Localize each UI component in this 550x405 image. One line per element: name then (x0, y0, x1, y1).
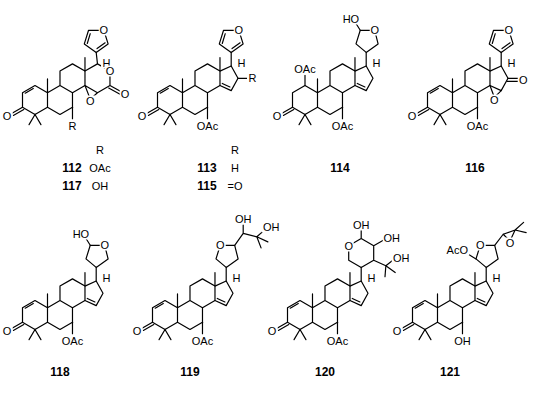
atom-label: OAc (61, 335, 84, 346)
atom-label: HO (342, 14, 361, 25)
atom-label: O (475, 240, 486, 251)
atom-label: R (95, 145, 105, 156)
compound-number: 119 (179, 366, 200, 378)
atom-label: OAc (326, 335, 349, 346)
atom-label: H (230, 163, 240, 174)
atom-label: H (371, 57, 381, 68)
structure-116 (417, 30, 519, 124)
atom-label: R (247, 73, 257, 84)
atom-label: OAc (331, 120, 354, 131)
atom-label: O (105, 66, 116, 77)
compound-number: 113 (196, 162, 217, 174)
atom-label: OH (91, 181, 110, 192)
atom-label: H (491, 272, 501, 283)
atom-label: OH (383, 232, 402, 243)
atom-label: =O (227, 181, 244, 192)
compound-number: 114 (329, 162, 350, 174)
atom-label: O (267, 326, 278, 337)
structure-114 (282, 23, 378, 124)
atom-label: O (85, 95, 96, 106)
atom-label: OAc (466, 120, 489, 131)
atom-label: O (369, 25, 380, 36)
atom-label: R (68, 120, 78, 131)
atom-label: AcO (446, 245, 469, 256)
atom-label: O (2, 111, 13, 122)
atom-label: O (120, 89, 131, 100)
atom-label: O (215, 240, 226, 251)
compound-number: 121 (439, 366, 461, 378)
atom-label: R (230, 145, 240, 156)
structure-119 (142, 225, 268, 340)
compound-number: 115 (196, 180, 217, 192)
atom-label: OH (392, 253, 411, 264)
atom-label: O (518, 75, 529, 86)
atom-label: OAc (293, 64, 316, 75)
atom-label: O (489, 95, 500, 106)
compound-number: 112 (61, 162, 82, 174)
atom-label: OH (453, 335, 472, 346)
atom-label: OAc (88, 163, 111, 174)
atom-label: H (101, 272, 111, 283)
atom-label: O (137, 111, 148, 122)
compound-number: 118 (49, 366, 70, 378)
structure-118 (12, 239, 108, 340)
atom-label: HO (72, 229, 91, 240)
atom-label: OH (234, 213, 253, 224)
atom-label: O (504, 25, 515, 36)
atom-label: OH (262, 222, 281, 233)
structure-113 (147, 30, 248, 124)
atom-label: OAc (196, 120, 219, 131)
compound-number: 117 (61, 180, 82, 192)
structure-121 (402, 222, 526, 339)
atom-label: O (505, 237, 516, 248)
structure-120 (277, 230, 395, 340)
atom-label: O (272, 111, 283, 122)
atom-label: H (366, 272, 376, 283)
atom-label: H (231, 272, 241, 283)
atom-label: O (99, 25, 110, 36)
atom-label: O (2, 326, 13, 337)
atom-label: H (236, 57, 246, 68)
atom-label: O (407, 111, 418, 122)
atom-label: O (99, 240, 110, 251)
atom-label: H (506, 57, 516, 68)
atom-label: OAc (191, 335, 214, 346)
atom-label: O (343, 240, 354, 251)
atom-label: O (234, 25, 245, 36)
atom-label: O (392, 326, 403, 337)
atom-label: O (132, 326, 143, 337)
compound-number: 120 (314, 366, 336, 378)
compound-number: 116 (464, 162, 485, 174)
atom-label: OH (352, 219, 371, 230)
structure-112 (12, 30, 121, 124)
